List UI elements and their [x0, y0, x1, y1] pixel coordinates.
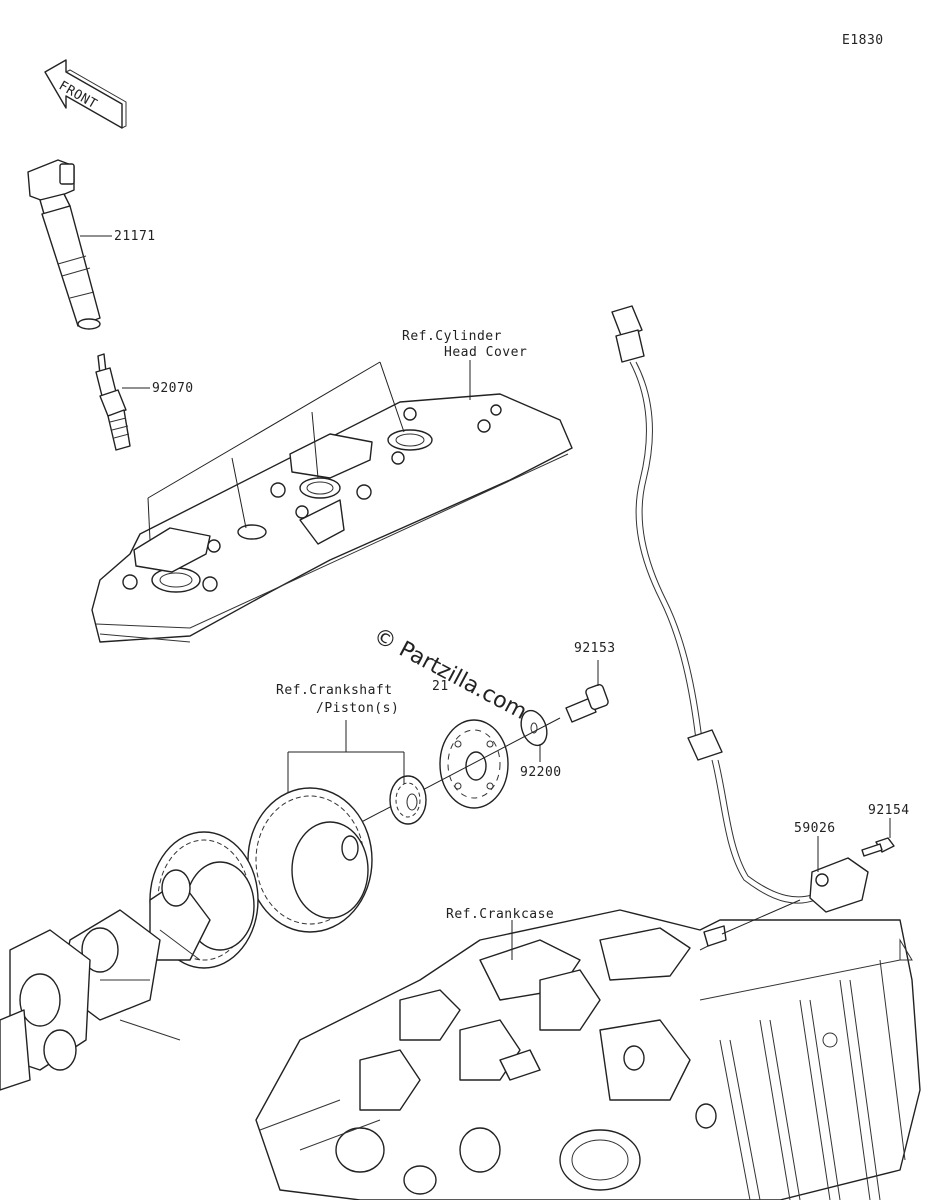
- timing-rotor-gear[interactable]: [439, 719, 509, 809]
- callout-21171: 21171: [114, 229, 156, 244]
- callout-21-partial: 21: [432, 679, 449, 694]
- callout-59026: 59026: [794, 821, 836, 836]
- ref-crankshaft-line2: /Piston(s): [316, 701, 399, 716]
- ref-cylinder-head-cover-line1: Ref.Cylinder: [402, 329, 502, 344]
- spark-plug-part[interactable]: [95, 353, 131, 451]
- front-direction-arrow: FRONT: [44, 59, 127, 129]
- callout-92070: 92070: [152, 381, 194, 396]
- bolt-92154-part[interactable]: [861, 837, 895, 857]
- washer-92200-part[interactable]: [517, 707, 552, 749]
- crankshaft-assembly: [0, 787, 373, 1091]
- crankshaft-small-gear: [389, 775, 427, 825]
- bolt-92153-part[interactable]: [565, 684, 609, 723]
- diagram-code: E1830: [842, 33, 884, 48]
- cylinder-head-cover: [91, 393, 573, 643]
- ignition-coil-part[interactable]: [27, 159, 101, 330]
- ref-crankshaft-line1: Ref.Crankshaft: [276, 683, 393, 698]
- ref-cylinder-head-cover-line2: Head Cover: [444, 345, 527, 360]
- callout-92154: 92154: [868, 803, 910, 818]
- callout-92153: 92153: [574, 641, 616, 656]
- ref-crankcase: Ref.Crankcase: [446, 907, 554, 922]
- callout-92200: 92200: [520, 765, 562, 780]
- crankcase: [255, 909, 921, 1200]
- sensor-harness[interactable]: [611, 305, 869, 913]
